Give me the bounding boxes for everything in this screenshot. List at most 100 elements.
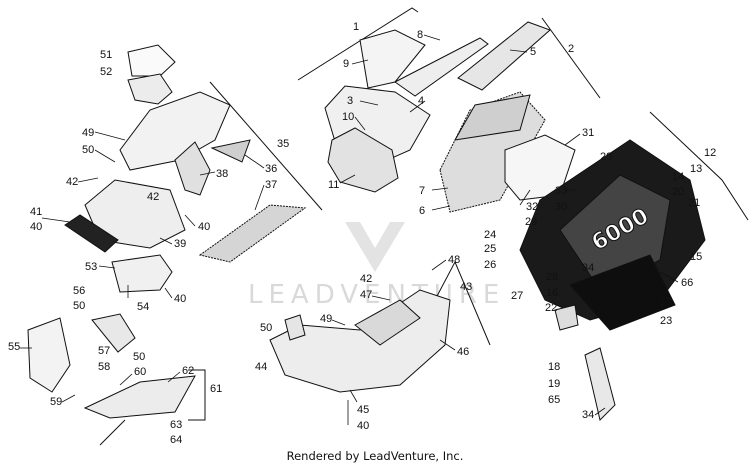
leader-49b	[331, 319, 346, 326]
leader-34	[594, 407, 606, 416]
callout-43: 43	[460, 281, 472, 293]
black-side-panel	[64, 214, 119, 253]
callout-37: 37	[265, 179, 277, 191]
callout-56: 56	[73, 285, 85, 297]
callout-29b: 29	[525, 216, 537, 228]
leader-38	[199, 171, 216, 176]
lower-black-panel	[569, 254, 676, 331]
callout-28: 28	[546, 271, 558, 283]
bracket-50-part	[284, 314, 306, 341]
leader-49	[94, 131, 126, 141]
callout-26: 26	[484, 259, 496, 271]
callout-25: 25	[484, 243, 496, 255]
callout-40a: 40	[198, 221, 210, 233]
clip-part	[554, 304, 579, 331]
callout-42a: 42	[66, 176, 78, 188]
callout-63: 63	[170, 419, 182, 431]
callout-49b: 49	[320, 313, 332, 325]
right-panel-group: 6000	[519, 111, 749, 421]
callout-48: 48	[448, 254, 460, 266]
callout-50d: 50	[260, 322, 272, 334]
callout-54: 54	[137, 301, 149, 313]
triangle-panel	[210, 139, 251, 163]
leader-47	[371, 295, 391, 301]
bracket-2	[541, 17, 601, 99]
watermark: LEADVENTURE	[248, 222, 505, 310]
leader-5	[509, 49, 528, 53]
watermark-logo	[345, 222, 405, 272]
hood-part	[119, 91, 231, 171]
callout-29: 29	[600, 151, 612, 163]
hatched-panel-upper	[454, 94, 531, 141]
callout-65: 65	[548, 394, 560, 406]
callout-1: 1	[353, 21, 359, 33]
callout-41: 41	[30, 206, 42, 218]
footer-credit: Rendered by LeadVenture, Inc.	[286, 449, 464, 463]
front-panel-part	[327, 127, 399, 193]
leader-46	[439, 339, 456, 351]
leader-6	[431, 205, 451, 211]
leader-45	[349, 389, 358, 403]
callout-numbers: 1 2 3 4 5 6 7 8 9 10 11 12 13 14 15 16 1…	[8, 21, 716, 446]
callout-33: 33	[555, 185, 567, 197]
callout-62: 62	[182, 365, 194, 377]
callout-55: 55	[8, 341, 20, 353]
upper-right-strip	[457, 21, 551, 91]
callout-5: 5	[530, 46, 536, 58]
callout-40d: 40	[357, 420, 369, 432]
callout-7: 7	[419, 185, 425, 197]
callout-21: 21	[688, 197, 700, 209]
callout-10: 10	[342, 111, 354, 123]
leader-9	[351, 59, 369, 65]
leader-32	[519, 189, 531, 206]
side-cover-part	[27, 317, 71, 393]
callout-53: 53	[85, 261, 97, 273]
callout-31: 31	[582, 127, 594, 139]
upper-panels-group	[297, 7, 601, 213]
callout-64: 64	[170, 434, 182, 446]
callout-23: 23	[660, 315, 672, 327]
leader-41	[41, 217, 71, 223]
left-assembly-group	[64, 44, 323, 293]
leader-53	[98, 265, 116, 269]
gasket-part	[127, 44, 176, 77]
callout-45: 45	[357, 404, 369, 416]
callout-42b: 42	[147, 191, 159, 203]
watermark-text: LEADVENTURE	[248, 280, 505, 310]
callout-57: 57	[98, 345, 110, 357]
leader-3	[359, 100, 379, 106]
callout-44: 44	[255, 361, 267, 373]
callout-50b: 50	[73, 300, 85, 312]
callout-15: 15	[690, 251, 702, 263]
leader-8	[423, 34, 441, 41]
callout-61: 61	[210, 383, 222, 395]
leader-37	[254, 184, 265, 211]
callout-3: 3	[347, 95, 353, 107]
callout-14: 14	[672, 171, 684, 183]
callout-19: 19	[548, 378, 560, 390]
leader-10	[354, 116, 366, 131]
callout-66: 66	[681, 277, 693, 289]
callout-47: 47	[360, 289, 372, 301]
lower-tray-part	[83, 375, 196, 419]
lower-left-group	[27, 313, 206, 446]
leader-59	[61, 394, 76, 403]
leader-62	[167, 371, 181, 383]
callout-50a: 50	[82, 144, 94, 156]
callout-40b: 40	[174, 293, 186, 305]
callout-16: 16	[546, 287, 558, 299]
nose-group	[269, 260, 491, 393]
side-strip-part	[394, 37, 489, 97]
callout-17: 17	[660, 297, 672, 309]
callout-20: 20	[672, 186, 684, 198]
callout-12: 12	[704, 147, 716, 159]
callout-36: 36	[265, 163, 277, 175]
callout-9: 9	[343, 58, 349, 70]
windshield-part	[359, 29, 426, 89]
leader-39	[159, 237, 173, 245]
callout-4: 4	[418, 95, 424, 107]
callout-30: 30	[555, 201, 567, 213]
cover-bracket-part	[91, 313, 136, 353]
callout-13: 13	[690, 163, 702, 175]
